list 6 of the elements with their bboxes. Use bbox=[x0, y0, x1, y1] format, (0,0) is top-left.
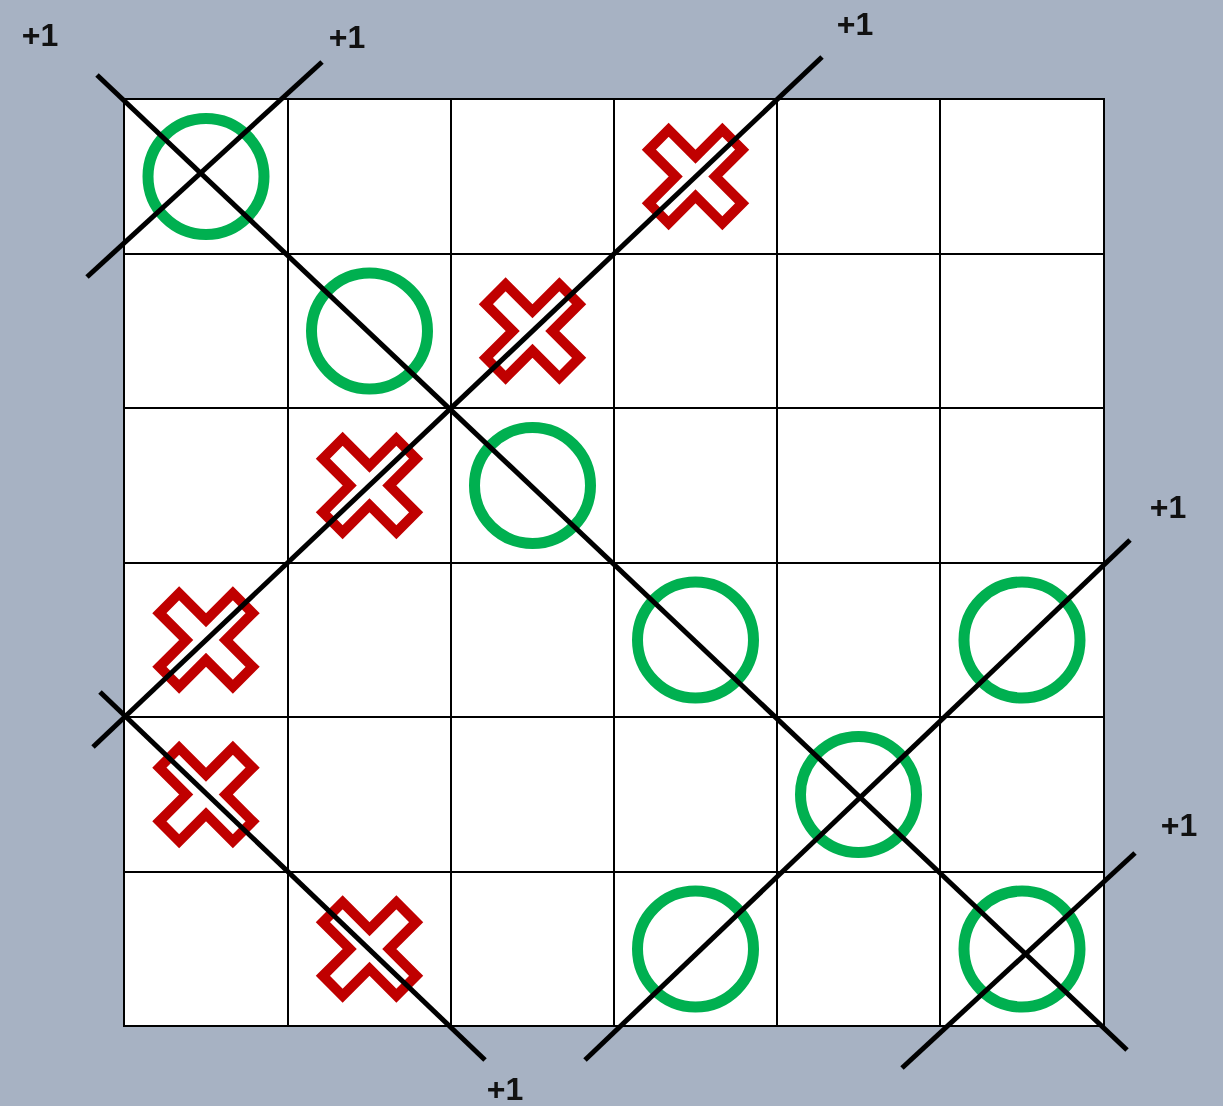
score-label: +1 bbox=[1149, 489, 1187, 525]
score-label: +1 bbox=[1160, 807, 1198, 843]
score-label: +1 bbox=[21, 17, 59, 53]
score-label: +1 bbox=[328, 19, 366, 55]
score-label: +1 bbox=[486, 1071, 524, 1106]
score-label: +1 bbox=[836, 6, 874, 42]
